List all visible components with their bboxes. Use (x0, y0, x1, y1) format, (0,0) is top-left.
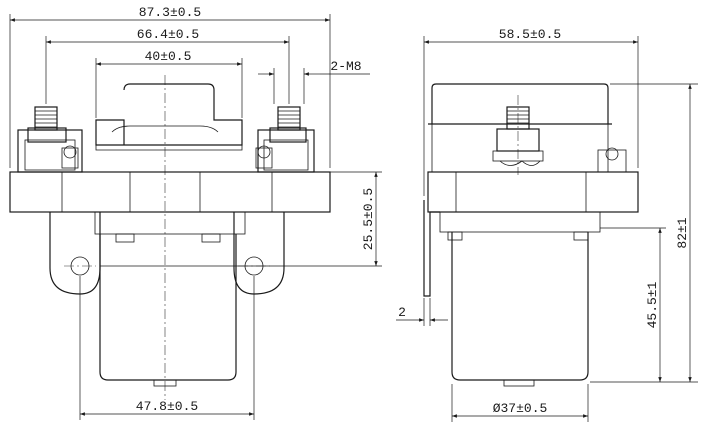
coil-height-label: 45.5±1 (645, 281, 660, 328)
front-view: 87.3±0.5 66.4±0.5 40±0.5 2-M8 25.5±0.5 (9, 5, 382, 420)
bracket-thickness-label: 2 (398, 305, 406, 320)
left-terminal (17, 106, 83, 173)
front-cover-notch (111, 125, 219, 133)
front-top-cover (95, 83, 243, 146)
dim-coil-width: 47.8±0.5 (79, 276, 255, 420)
front-flange (9, 171, 331, 213)
side-terminal-stud (492, 106, 544, 166)
left-mounting-ear (49, 212, 101, 295)
side-top-cover (431, 83, 609, 124)
side-view: 58.5±0.5 82±1 45.5±1 2 Ø37±0.5 (396, 27, 698, 422)
coil-diameter-label: Ø37±0.5 (493, 401, 548, 416)
side-l-bracket (423, 200, 440, 297)
dim-flange-height: 25.5±0.5 (100, 171, 382, 267)
overall-height-label: 82±1 (675, 217, 690, 248)
side-aux-screw (597, 147, 627, 173)
dim-overall-width: 87.3±0.5 (9, 5, 331, 168)
side-coil (451, 232, 589, 381)
front-coil (99, 234, 237, 381)
dim-coil-diameter: Ø37±0.5 (451, 384, 589, 422)
thread-spec-label: 2-M8 (330, 59, 361, 74)
overall-width-label: 87.3±0.5 (139, 5, 201, 20)
cover-width-label: 40±0.5 (145, 49, 192, 64)
flange-height-label: 25.5±0.5 (361, 188, 376, 250)
dim-thread-spec: 2-M8 (258, 59, 370, 104)
coil-width-label: 47.8±0.5 (136, 399, 198, 414)
front-cover-base (95, 120, 243, 151)
dim-cover-width: 40±0.5 (95, 49, 243, 118)
dim-terminal-spacing: 66.4±0.5 (45, 27, 290, 104)
overall-depth-label: 58.5±0.5 (499, 27, 561, 42)
right-mounting-ear (233, 212, 285, 295)
dim-overall-depth: 58.5±0.5 (423, 27, 639, 196)
side-bracket-plate (439, 211, 601, 233)
front-bracket (94, 211, 246, 235)
right-terminal (255, 106, 315, 173)
dim-overall-height: 82±1 (590, 83, 698, 383)
dim-coil-height: 45.5±1 (600, 227, 666, 382)
dim-bracket-thickness: 2 (396, 298, 448, 326)
side-flange (427, 171, 639, 213)
terminal-spacing-label: 66.4±0.5 (137, 27, 199, 42)
